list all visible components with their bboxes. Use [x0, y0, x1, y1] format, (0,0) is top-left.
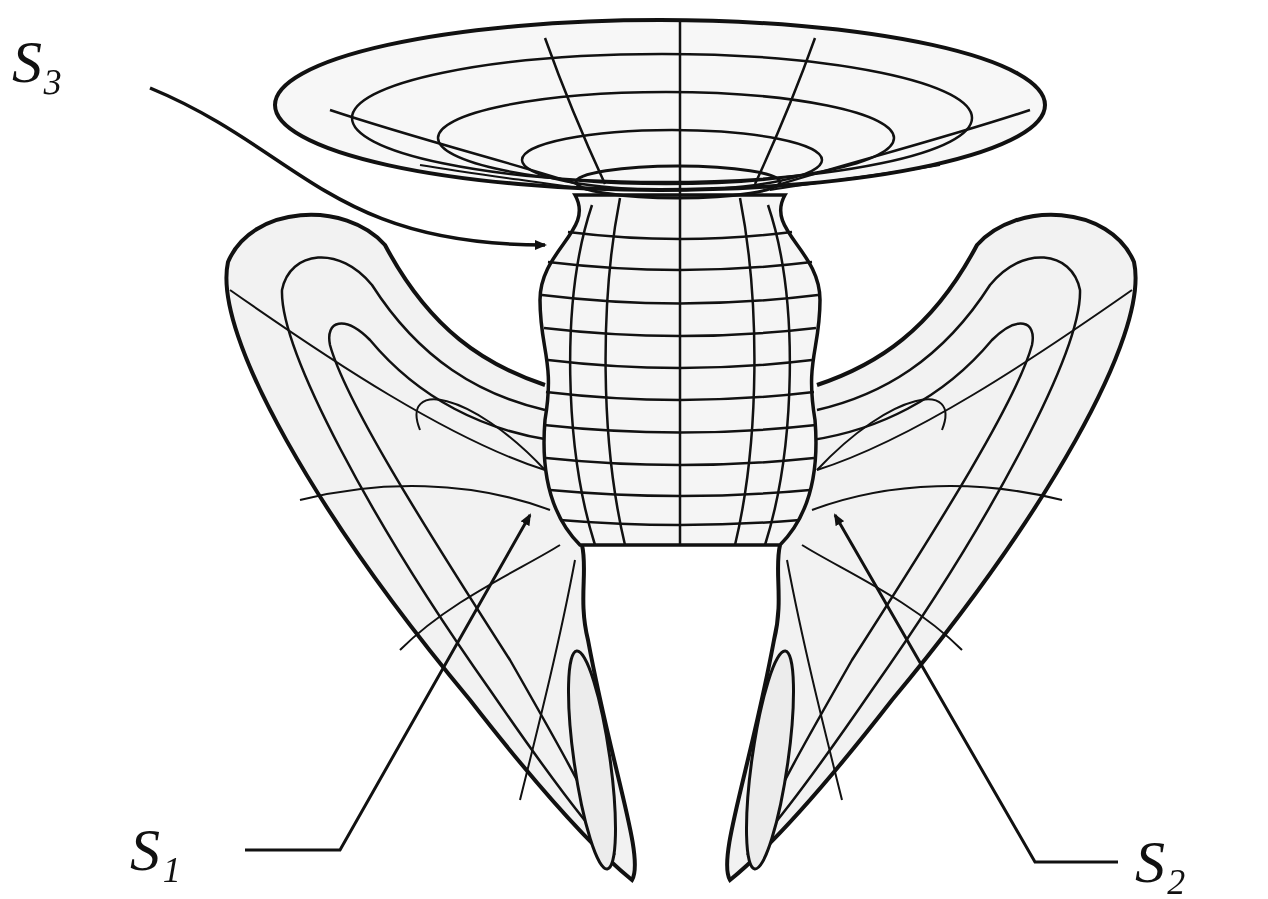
- part-label: S₃: [12, 32, 63, 92]
- part-label: S₂: [1135, 832, 1186, 892]
- leader-line: [835, 515, 1118, 862]
- funnel: [275, 20, 1045, 545]
- part-label: S₁: [130, 820, 181, 880]
- leader-line: [150, 88, 545, 245]
- leader-line: [245, 515, 530, 850]
